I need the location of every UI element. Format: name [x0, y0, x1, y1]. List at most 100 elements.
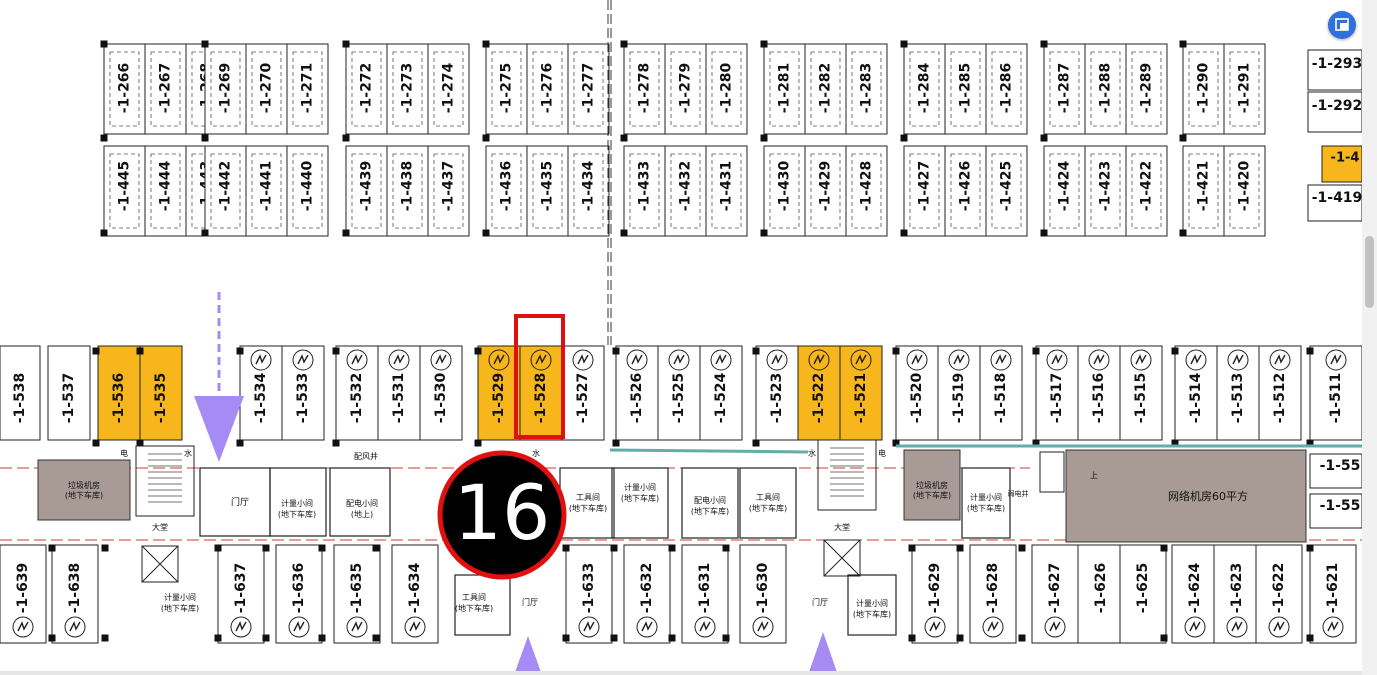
parking-stall[interactable] [1077, 345, 1121, 441]
parking-stall[interactable] [699, 345, 743, 441]
parking-stall[interactable] [217, 544, 265, 644]
parking-stall[interactable] [1307, 184, 1362, 222]
parking-stall[interactable] [1223, 145, 1266, 237]
parking-stall[interactable] [565, 544, 613, 644]
parking-stall[interactable] [969, 544, 1017, 644]
parking-stall[interactable] [1258, 345, 1302, 441]
parking-stall[interactable] [1084, 43, 1127, 135]
parking-stall[interactable] [1223, 43, 1266, 135]
vertical-scrollbar[interactable] [1362, 0, 1377, 675]
parking-stall[interactable] [903, 43, 946, 135]
parking-stall[interactable] [345, 145, 388, 237]
parking-stall[interactable] [386, 43, 429, 135]
parking-stall[interactable] [1119, 544, 1167, 644]
parking-stall[interactable] [1309, 345, 1362, 441]
parking-stall[interactable] [1035, 345, 1079, 441]
parking-stall[interactable] [1171, 544, 1219, 644]
parking-stall[interactable] [103, 43, 146, 135]
structural-column [100, 134, 108, 142]
parking-stall[interactable] [51, 544, 99, 644]
parking-stall[interactable] [1182, 145, 1225, 237]
parking-stall[interactable] [615, 345, 659, 441]
parking-stall[interactable] [427, 43, 470, 135]
parking-stall[interactable] [705, 145, 748, 237]
location-marker[interactable]: 16 [437, 450, 567, 580]
parking-stall[interactable] [1119, 345, 1163, 441]
parking-stall[interactable] [985, 43, 1028, 135]
parking-stall[interactable] [705, 43, 748, 135]
parking-stall[interactable] [1031, 544, 1079, 644]
parking-stall[interactable] [419, 345, 463, 441]
parking-stall[interactable] [623, 145, 666, 237]
parking-stall[interactable] [664, 43, 707, 135]
parking-stall[interactable] [1182, 43, 1225, 135]
parking-stall[interactable] [333, 544, 381, 644]
parking-stall[interactable] [1125, 43, 1168, 135]
parking-stall[interactable] [245, 145, 288, 237]
parking-stall[interactable] [985, 145, 1028, 237]
parking-stall[interactable] [0, 544, 47, 644]
parking-stall[interactable] [903, 145, 946, 237]
parking-stall[interactable] [245, 43, 288, 135]
parking-stall[interactable] [979, 345, 1023, 441]
parking-stall[interactable] [845, 145, 888, 237]
parking-stall[interactable] [1309, 453, 1362, 489]
parking-stall[interactable] [623, 43, 666, 135]
parking-stall[interactable] [1309, 544, 1357, 644]
parking-stall[interactable] [1125, 145, 1168, 237]
parking-stall[interactable] [567, 43, 610, 135]
parking-stall[interactable] [804, 145, 847, 237]
parking-stall[interactable] [477, 345, 521, 441]
parking-stall[interactable] [1255, 544, 1303, 644]
parking-stall[interactable] [427, 145, 470, 237]
scroll-thumb[interactable] [1365, 236, 1374, 308]
parking-stall[interactable] [944, 43, 987, 135]
parking-stall[interactable] [797, 345, 841, 441]
parking-stall[interactable] [97, 345, 141, 441]
parking-stall[interactable] [0, 345, 41, 441]
parking-stall[interactable] [1321, 145, 1362, 183]
parking-stall[interactable] [286, 43, 329, 135]
parking-stall[interactable] [139, 345, 183, 441]
parking-stall[interactable] [1216, 345, 1260, 441]
parking-stall[interactable] [281, 345, 325, 441]
parking-stall[interactable] [681, 544, 729, 644]
parking-stall[interactable] [1043, 145, 1086, 237]
parking-stall[interactable] [911, 544, 959, 644]
parking-stall[interactable] [1174, 345, 1218, 441]
parking-stall[interactable] [895, 345, 939, 441]
parking-stall[interactable] [391, 544, 439, 644]
floating-action-button[interactable] [1328, 11, 1356, 39]
parking-stall[interactable] [526, 145, 569, 237]
parking-stall[interactable] [1077, 544, 1125, 644]
parking-stall[interactable] [845, 43, 888, 135]
parking-stall[interactable] [345, 43, 388, 135]
parking-stall[interactable] [204, 145, 247, 237]
parking-stall[interactable] [485, 145, 528, 237]
parking-stall[interactable] [1307, 91, 1362, 133]
parking-stall[interactable] [763, 43, 806, 135]
parking-stall[interactable] [763, 145, 806, 237]
parking-stall[interactable] [1213, 544, 1261, 644]
parking-stall[interactable] [755, 345, 799, 441]
parking-stall[interactable] [286, 145, 329, 237]
horizontal-scrollbar[interactable] [0, 671, 1362, 675]
parking-stall[interactable] [275, 544, 323, 644]
parking-stall[interactable] [839, 345, 883, 441]
parking-stall[interactable] [664, 145, 707, 237]
parking-stall[interactable] [239, 345, 283, 441]
parking-stall[interactable] [103, 145, 146, 237]
parking-stall[interactable] [657, 345, 701, 441]
parking-stall[interactable] [386, 145, 429, 237]
parking-stall[interactable] [377, 345, 421, 441]
parking-stall[interactable] [1043, 43, 1086, 135]
parking-stall[interactable] [144, 43, 187, 135]
parking-stall[interactable] [739, 544, 787, 644]
parking-stall[interactable] [1307, 49, 1362, 91]
parking-stall[interactable] [47, 345, 91, 441]
parking-stall[interactable] [623, 544, 671, 644]
parking-stall[interactable] [567, 145, 610, 237]
parking-stall[interactable] [144, 145, 187, 237]
parking-stall[interactable] [1309, 493, 1362, 529]
